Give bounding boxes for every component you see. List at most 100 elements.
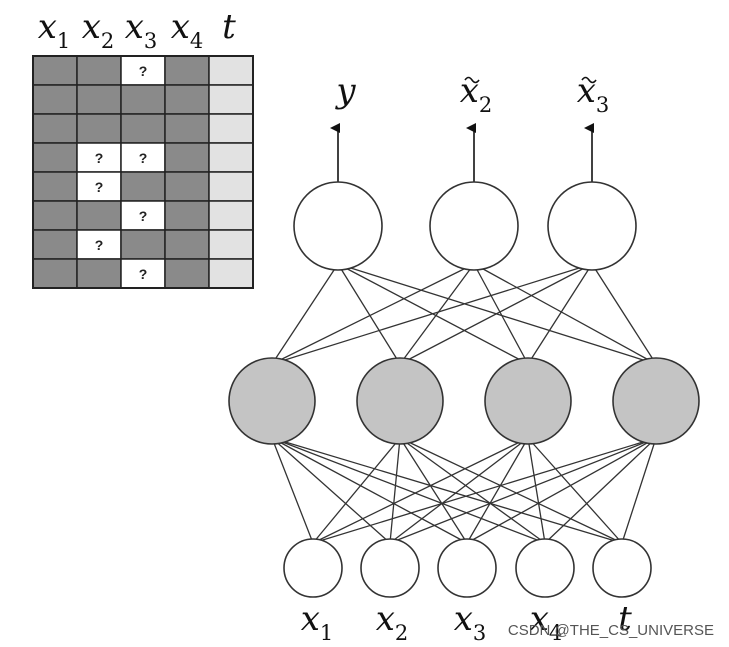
output-arrows: [330, 123, 594, 182]
table-cell: [76, 258, 122, 289]
table-header-x1: x1: [38, 7, 71, 53]
network-nodes: [228, 181, 700, 598]
table-cell: [32, 229, 78, 260]
table-header-t: t: [222, 7, 236, 47]
input-hidden-edge: [527, 437, 546, 544]
output-node: [547, 181, 637, 271]
table-cell: [120, 113, 166, 144]
network-connections: [271, 263, 657, 544]
output-label-y: y: [334, 71, 356, 111]
table-cell: [120, 229, 166, 260]
input-hidden-edge: [399, 437, 468, 544]
tilde-mark: [464, 76, 480, 84]
hidden-output-edge: [271, 263, 475, 365]
table-cell: [164, 55, 210, 86]
table-cell: [32, 84, 78, 115]
hidden-output-edge: [527, 263, 593, 365]
input-hidden-edge: [389, 437, 401, 544]
input-hidden-edge: [312, 437, 401, 544]
input-hidden-edge: [312, 437, 529, 544]
output-node: [429, 181, 519, 271]
input-label-x4: x4: [530, 599, 563, 645]
table-border: [32, 55, 254, 289]
table-cell: [120, 171, 166, 202]
input-label-x2: x2: [376, 599, 409, 645]
input-hidden-edge: [527, 437, 623, 544]
missing-mark: ?: [139, 266, 148, 282]
input-label-x3: x3: [454, 599, 487, 645]
input-hidden-edge: [271, 437, 468, 544]
table-cell: [208, 200, 254, 231]
watermark: CSDN @THE_CS_UNIVERSE: [508, 622, 714, 639]
input-node: [437, 538, 497, 598]
hidden-node: [484, 357, 572, 445]
table-cell: [76, 55, 122, 86]
table-cell: [208, 229, 254, 260]
output-label-x2: x2: [460, 71, 493, 117]
input-hidden-edge: [271, 437, 314, 544]
input-hidden-edge: [621, 437, 657, 544]
table-cell: [208, 113, 254, 144]
table-cell: [208, 258, 254, 289]
hidden-output-edge: [399, 263, 475, 365]
missing-mark: ?: [95, 179, 104, 195]
table-cell: [32, 200, 78, 231]
table-cell: [164, 229, 210, 260]
input-hidden-edge: [271, 437, 623, 544]
table-cell: [208, 84, 254, 115]
hidden-output-edge: [473, 263, 657, 365]
table-cell: [164, 113, 210, 144]
hidden-output-edge: [473, 263, 529, 365]
table-cell: [32, 55, 78, 86]
table-cell: [164, 142, 210, 173]
hidden-output-edge: [337, 263, 529, 365]
input-hidden-edge: [271, 437, 546, 544]
table-cell: [120, 84, 166, 115]
table-cell: [32, 171, 78, 202]
hidden-output-edge: [591, 263, 657, 365]
table-cell: [32, 113, 78, 144]
table-cell: [164, 84, 210, 115]
input-hidden-edge: [389, 437, 529, 544]
tilde-mark: [581, 76, 597, 84]
table-cell: [76, 84, 122, 115]
table-cell: [164, 200, 210, 231]
hidden-node: [612, 357, 700, 445]
hidden-output-edge: [337, 263, 657, 365]
input-hidden-edge: [399, 437, 546, 544]
missing-mark: ?: [139, 150, 148, 166]
table-cell: [208, 142, 254, 173]
input-hidden-edge: [271, 437, 391, 544]
output-node: [293, 181, 383, 271]
table-cell: [208, 55, 254, 86]
table-cell: [32, 258, 78, 289]
hidden-output-edge: [337, 263, 401, 365]
input-hidden-edge: [312, 437, 657, 544]
missing-mark: ?: [95, 237, 104, 253]
missing-cell: [76, 229, 122, 260]
table-cell: [208, 171, 254, 202]
table-cell: [76, 113, 122, 144]
table-cell: [164, 171, 210, 202]
table-cell: [164, 258, 210, 289]
table-header-x4: x4: [171, 7, 204, 53]
table-header-x2: x2: [82, 7, 115, 53]
input-label-x1: x1: [301, 599, 334, 645]
input-hidden-edge: [466, 437, 529, 544]
input-node: [360, 538, 420, 598]
output-label-x3: x3: [577, 71, 610, 117]
missing-mark: ?: [95, 150, 104, 166]
input-node: [592, 538, 652, 598]
input-hidden-edge: [399, 437, 623, 544]
missing-mark: ?: [139, 63, 148, 79]
table-header-x3: x3: [125, 7, 158, 53]
hidden-output-edge: [271, 263, 339, 365]
input-node: [515, 538, 575, 598]
hidden-node: [228, 357, 316, 445]
table-cell: [76, 200, 122, 231]
input-node: [283, 538, 343, 598]
table-cell: [32, 142, 78, 173]
